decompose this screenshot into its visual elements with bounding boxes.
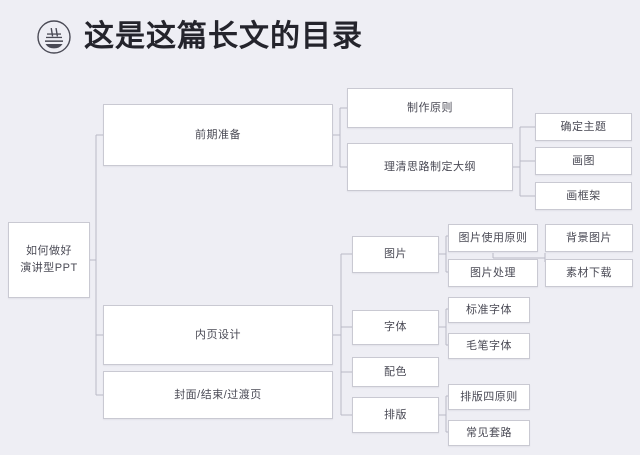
node-brush-font-label: 毛笔字体 <box>466 339 512 352</box>
node-draw-framework[interactable]: 画框架 <box>535 182 632 210</box>
node-cover-end-transition-label: 封面/结束/过渡页 <box>174 388 262 401</box>
node-common-patterns[interactable]: 常见套路 <box>448 420 530 446</box>
node-inner-page-design-label: 内页设计 <box>195 328 241 341</box>
node-determine-theme[interactable]: 确定主题 <box>535 113 632 141</box>
node-preparation-label: 前期准备 <box>195 128 241 141</box>
node-brush-font[interactable]: 毛笔字体 <box>448 333 530 359</box>
page-title: 这是这篇长文的目录 <box>84 20 363 53</box>
node-layout-four-principles-label: 排版四原则 <box>460 390 518 403</box>
node-fonts[interactable]: 字体 <box>352 310 439 345</box>
node-draw-picture[interactable]: 画图 <box>535 147 632 175</box>
node-draw-framework-label: 画框架 <box>566 189 601 202</box>
node-determine-theme-label: 确定主题 <box>560 120 607 133</box>
node-inner-page-design[interactable]: 内页设计 <box>103 305 333 365</box>
node-common-patterns-label: 常见套路 <box>466 426 512 439</box>
circle-logo-icon <box>36 19 72 55</box>
page-header: 这是这篇长文的目录 <box>0 0 640 72</box>
node-standard-font[interactable]: 标准字体 <box>448 297 530 323</box>
node-production-principle[interactable]: 制作原则 <box>347 88 513 128</box>
node-image-usage-principle[interactable]: 图片使用原则 <box>448 224 538 252</box>
node-image-processing-label: 图片处理 <box>470 266 516 279</box>
node-background-image[interactable]: 背景图片 <box>545 224 633 252</box>
node-asset-download-label: 素材下载 <box>566 266 612 279</box>
node-cover-end-transition[interactable]: 封面/结束/过渡页 <box>103 371 333 419</box>
node-standard-font-label: 标准字体 <box>466 303 512 316</box>
node-preparation[interactable]: 前期准备 <box>103 104 333 166</box>
node-images-label: 图片 <box>384 248 407 260</box>
node-image-usage-principle-label: 图片使用原则 <box>458 231 528 244</box>
node-layout[interactable]: 排版 <box>352 397 439 433</box>
node-root-label: 如何做好 演讲型PPT <box>20 245 78 274</box>
node-layout-four-principles[interactable]: 排版四原则 <box>448 384 530 410</box>
node-outline-label: 理清思路制定大纲 <box>384 160 476 173</box>
node-outline[interactable]: 理清思路制定大纲 <box>347 143 513 191</box>
node-color-scheme[interactable]: 配色 <box>352 357 439 387</box>
node-draw-picture-label: 画图 <box>572 154 595 167</box>
node-images[interactable]: 图片 <box>352 236 439 273</box>
node-production-principle-label: 制作原则 <box>407 101 453 114</box>
node-asset-download[interactable]: 素材下载 <box>545 259 633 287</box>
node-root[interactable]: 如何做好 演讲型PPT <box>8 222 90 298</box>
node-layout-label: 排版 <box>384 408 407 421</box>
node-background-image-label: 背景图片 <box>566 231 612 244</box>
node-fonts-label: 字体 <box>384 321 407 333</box>
node-image-processing[interactable]: 图片处理 <box>448 259 538 287</box>
node-color-scheme-label: 配色 <box>384 365 407 378</box>
